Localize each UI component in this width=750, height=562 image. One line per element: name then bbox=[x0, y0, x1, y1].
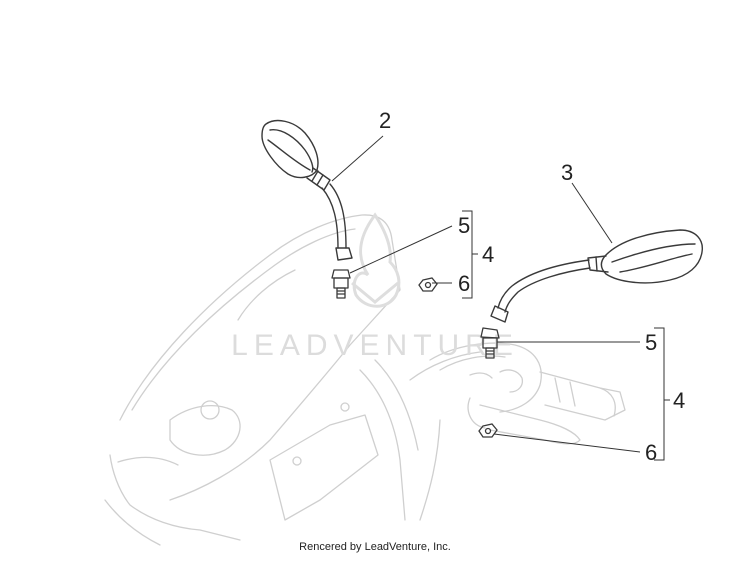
flame-logo-icon bbox=[352, 212, 401, 308]
left-mirror-part bbox=[261, 119, 353, 261]
callout-left-nut: 6 bbox=[458, 271, 470, 296]
callout-right-mirror: 3 bbox=[561, 160, 573, 185]
watermark-text: LEADVENTURE bbox=[231, 329, 519, 362]
callout-left-mirror: 2 bbox=[379, 108, 391, 133]
scooter-body-outline bbox=[104, 214, 626, 546]
leader-line-left-5 bbox=[349, 225, 453, 274]
right-screw-part bbox=[480, 327, 500, 359]
bracket-right-kit bbox=[654, 327, 665, 461]
leader-line-3 bbox=[571, 182, 613, 244]
leader-lines bbox=[331, 135, 670, 461]
callout-left-screw: 5 bbox=[458, 213, 470, 238]
left-screw-part bbox=[331, 269, 351, 299]
leadventure-watermark: LEADVENTURE bbox=[231, 212, 519, 362]
right-mirror-part bbox=[490, 229, 703, 323]
callout-right-kit: 4 bbox=[673, 388, 685, 413]
callout-right-nut: 6 bbox=[645, 440, 657, 465]
right-nut-part bbox=[478, 423, 498, 438]
callout-right-screw: 5 bbox=[645, 330, 657, 355]
left-nut-part bbox=[418, 277, 438, 292]
callout-labels: 2 3 5 4 6 5 4 6 bbox=[379, 108, 685, 465]
callout-left-kit: 4 bbox=[482, 242, 494, 267]
leader-line-2 bbox=[331, 135, 384, 182]
render-credit-footer: Rencered by LeadVenture, Inc. bbox=[299, 541, 451, 553]
leader-line-right-6 bbox=[493, 433, 641, 453]
